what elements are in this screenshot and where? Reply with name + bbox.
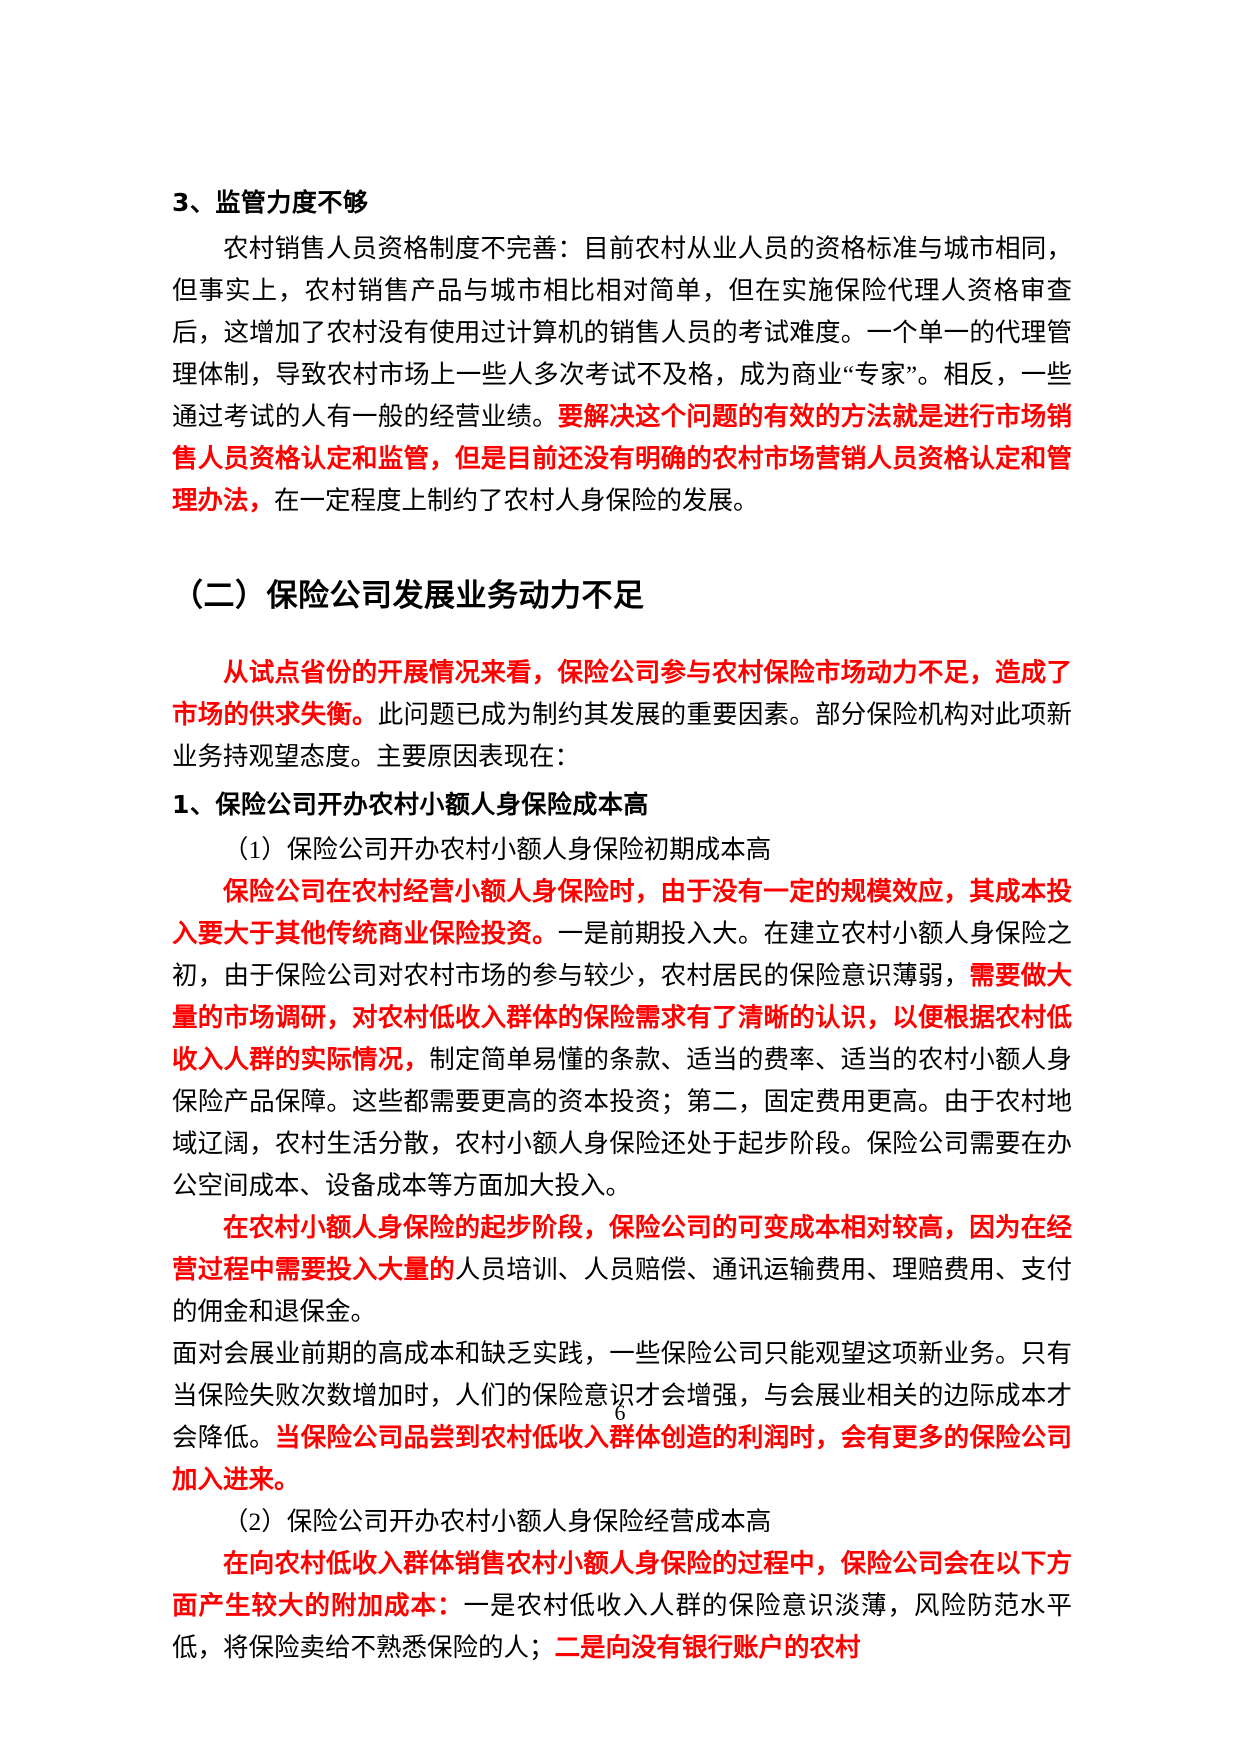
paragraph-supervision: 农村销售人员资格制度不完善：目前农村从业人员的资格标准与城市相同，但事实上，农村… <box>172 228 1072 522</box>
spacer-before-section-er <box>172 522 1072 576</box>
paragraph-operating-cost-red-b: 二是向没有银行账户的农村 <box>554 1633 861 1663</box>
paragraph-initial-cost: 保险公司在农村经营小额人身保险时，由于没有一定的规模效应，其成本投入要大于其他传… <box>172 871 1072 1207</box>
heading-1-cost: 1、保险公司开办农村小额人身保险成本高 <box>172 789 649 819</box>
paragraph-initial-cost-red-b: 需要做大量的市场调研，对农村低收入群体的保险需求有了清晰的认识，以便根据农村低收… <box>172 961 1072 1075</box>
paragraph-exhibition-red: 当保险公司品尝到农村低收入群体创造的利润时，会有更多的保险公司加入进来。 <box>172 1423 1072 1495</box>
paragraph-supervision-text-red: 要解决这个问题的有效的方法就是进行市场销售人员资格认定和监管，但是目前还没有明确… <box>172 401 1072 515</box>
heading-3-supervision: 3、监管力度不够 <box>172 188 369 217</box>
paragraph-sub-2: （2）保险公司开办农村小额人身保险经营成本高 <box>223 1507 772 1537</box>
spacer-after-section-er <box>172 618 1072 652</box>
paragraph-motivation-text-black: 此问题已成为制约其发展的重要因素。部分保险机构对此项新业务持观望态度。主要原因表… <box>172 699 1072 771</box>
paragraph-motivation-text-red: 从试点省份的开展情况来看，保险公司参与农村保险市场动力不足，造成了市场的供求失衡… <box>172 657 1072 729</box>
page-content: 3、监管力度不够 农村销售人员资格制度不完善：目前农村从业人员的资格标准与城市相… <box>172 186 1072 1669</box>
paragraph-variable-cost: 在农村小额人身保险的起步阶段，保险公司的可变成本相对较高，因为在经营过程中需要投… <box>172 1207 1072 1333</box>
paragraph-initial-cost-black-b: 制定简单易懂的条款、适当的费率、适当的农村小额人身保险产品保障。这些都需要更高的… <box>172 1045 1072 1201</box>
paragraph-variable-cost-red: 在农村小额人身保险的起步阶段，保险公司的可变成本相对较高，因为在经营过程中需要投… <box>172 1213 1072 1285</box>
paragraph-supervision-text-black-a: 农村销售人员资格制度不完善：目前农村从业人员的资格标准与城市相同，但事实上，农村… <box>172 233 1072 431</box>
heading-section-er: （二）保险公司发展业务动力不足 <box>172 577 645 614</box>
paragraph-initial-cost-black-a: 一是前期投入大。在建立农村小额人身保险之初，由于保险公司对农村市场的参与较少，农… <box>172 919 1072 991</box>
paragraph-motivation: 从试点省份的开展情况来看，保险公司参与农村保险市场动力不足，造成了市场的供求失衡… <box>172 652 1072 778</box>
paragraph-operating-cost-red-a: 在向农村低收入群体销售农村小额人身保险的过程中，保险公司会在以下方面产生较大的附… <box>172 1549 1072 1621</box>
paragraph-initial-cost-red-a: 保险公司在农村经营小额人身保险时，由于没有一定的规模效应，其成本投入要大于其他传… <box>172 877 1072 949</box>
paragraph-variable-cost-black: 人员培训、人员赔偿、通讯运输费用、理赔费用、支付的佣金和退保金。 <box>172 1255 1072 1327</box>
paragraph-operating-cost: 在向农村低收入群体销售农村小额人身保险的过程中，保险公司会在以下方面产生较大的附… <box>172 1543 1072 1669</box>
paragraph-supervision-text-black-b: 在一定程度上制约了农村人身保险的发展。 <box>274 485 759 515</box>
paragraph-exhibition-black: 面对会展业前期的高成本和缺乏实践，一些保险公司只能观望这项新业务。只有当保险失败… <box>172 1339 1072 1453</box>
paragraph-exhibition: 面对会展业前期的高成本和缺乏实践，一些保险公司只能观望这项新业务。只有当保险失败… <box>172 1333 1072 1501</box>
spacer-before-heading-1 <box>172 778 1072 788</box>
paragraph-sub-1: （1）保险公司开办农村小额人身保险初期成本高 <box>223 835 772 865</box>
paragraph-operating-cost-black-a: 一是农村低收入人群的保险意识淡薄，风险防范水平低，将保险卖给不熟悉保险的人； <box>172 1591 1072 1663</box>
page-number: 6 <box>614 1400 626 1425</box>
